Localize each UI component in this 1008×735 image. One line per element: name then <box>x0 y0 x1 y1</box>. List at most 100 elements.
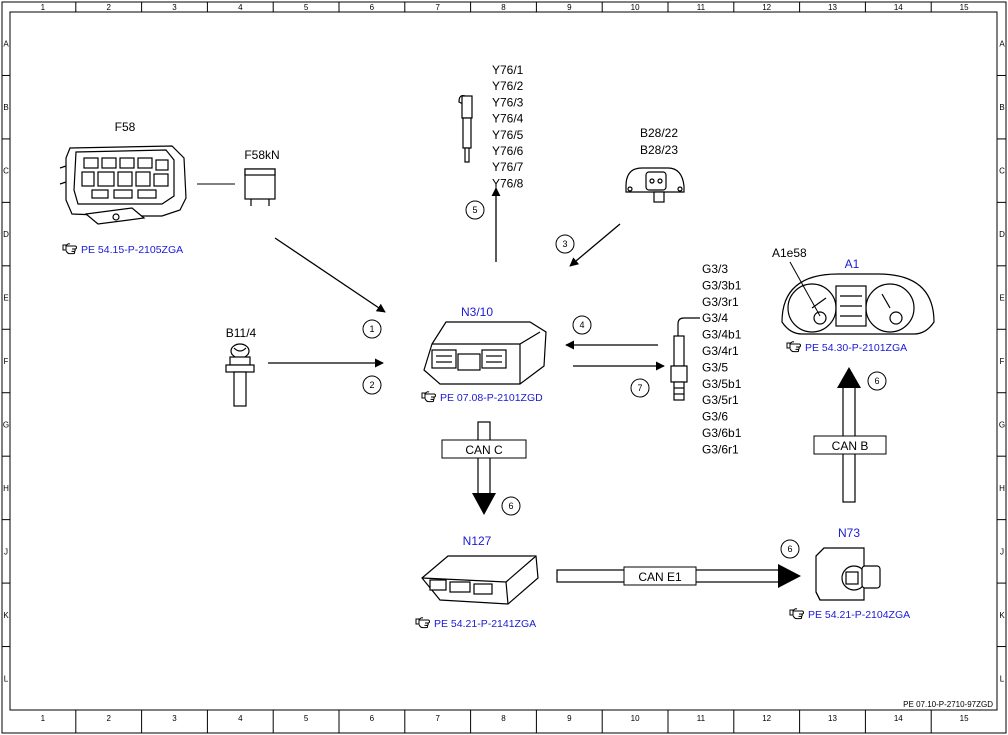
signal-number-6-can-b: 6 <box>867 371 887 391</box>
grid-row-label-right: E <box>999 294 1004 303</box>
n127-reference-link[interactable]: PE 54.21-P-2141ZGA <box>434 618 536 630</box>
y76-fuel-injector[interactable] <box>458 95 473 163</box>
n3-10-engine-control-unit[interactable] <box>423 321 547 385</box>
grid-column-label-bottom: 15 <box>960 714 969 723</box>
grid-column-label-top: 12 <box>762 3 771 12</box>
n3-10-label: N3/10 <box>461 305 493 319</box>
can-c-label: CAN C <box>465 443 503 457</box>
grid-row-label-left: K <box>3 611 9 620</box>
grid-row-label-right: D <box>999 230 1005 239</box>
b28-23-label: B28/23 <box>640 143 678 157</box>
grid-row-label-left: G <box>3 420 9 429</box>
grid-column-label-top: 2 <box>106 3 111 12</box>
f58-fuse-box[interactable] <box>59 145 187 225</box>
grid-row-label-left: E <box>3 294 8 303</box>
g3-label: G3/3b1 <box>702 278 742 292</box>
svg-text:2: 2 <box>369 380 374 390</box>
svg-text:7: 7 <box>637 383 642 393</box>
signal-number-1: 1 <box>362 319 382 339</box>
g3-oxygen-sensor[interactable] <box>670 317 700 401</box>
grid-column-label-top: 13 <box>828 3 837 12</box>
n73-ignition-switch[interactable] <box>815 547 881 601</box>
g3-label: G3/3 <box>702 262 728 276</box>
g3-label: G3/4r1 <box>702 344 739 358</box>
grid-column-label-bottom: 7 <box>435 714 440 723</box>
grid-column-label-bottom: 4 <box>238 714 243 723</box>
grid-row-label-right: A <box>999 40 1005 49</box>
grid-column-label-bottom: 1 <box>41 714 46 723</box>
f58-reference-link[interactable]: PE 54.15-P-2105ZGA <box>81 244 183 256</box>
grid-row-label-right: F <box>1000 357 1005 366</box>
f58kn-label: F58kN <box>244 148 279 162</box>
document-id: PE 07.10-P-2710-97ZGD <box>903 700 993 709</box>
signal-number-6-can-c: 6 <box>501 496 521 516</box>
n73-label: N73 <box>838 526 860 540</box>
grid-column-label-bottom: 10 <box>631 714 640 723</box>
a1e58-label: A1e58 <box>772 246 807 260</box>
can-b-label-box <box>813 435 887 455</box>
svg-text:3: 3 <box>562 239 567 249</box>
grid-column-label-top: 8 <box>501 3 506 12</box>
signal-number-5: 5 <box>465 200 485 220</box>
grid-column-label-top: 6 <box>370 3 375 12</box>
f58kn-relay[interactable] <box>244 168 276 206</box>
grid-row-label-left: D <box>3 230 9 239</box>
grid-column-label-bottom: 2 <box>106 714 111 723</box>
grid-column-label-bottom: 6 <box>370 714 375 723</box>
svg-text:4: 4 <box>579 320 584 330</box>
grid-column-label-top: 1 <box>41 3 46 12</box>
grid-column-label-bottom: 13 <box>828 714 837 723</box>
y76-label: Y76/6 <box>492 144 524 158</box>
n73-reference-link[interactable]: PE 54.21-P-2104ZGA <box>808 609 910 621</box>
grid-column-label-top: 11 <box>697 3 706 12</box>
b28-pressure-sensor[interactable] <box>625 167 685 203</box>
grid-row-label-left: L <box>4 674 9 683</box>
pointing-hand-icon <box>415 617 430 629</box>
grid-column-label-top: 5 <box>304 3 309 12</box>
b11-4-temperature-sensor[interactable] <box>225 343 255 407</box>
g3-label: G3/4b1 <box>702 328 742 342</box>
y76-label: Y76/5 <box>492 128 524 142</box>
g3-label: G3/3r1 <box>702 295 739 309</box>
svg-text:5: 5 <box>472 205 477 215</box>
grid-column-label-bottom: 5 <box>304 714 309 723</box>
n127-control-unit[interactable] <box>421 555 539 605</box>
grid-row-label-right: B <box>999 103 1004 112</box>
grid-column-label-top: 4 <box>238 3 243 12</box>
can-b-bus-arrow <box>837 367 861 503</box>
a1-label: A1 <box>845 257 860 271</box>
a1-instrument-cluster[interactable] <box>781 273 935 335</box>
grid-column-label-bottom: 3 <box>172 714 177 723</box>
a1e58-leader-line <box>789 261 821 317</box>
n3-10-reference-link[interactable]: PE 07.08-P-2101ZGD <box>440 392 543 404</box>
grid-column-label-top: 7 <box>435 3 440 12</box>
svg-text:6: 6 <box>874 376 879 386</box>
b28-22-label: B28/22 <box>640 126 678 140</box>
y76-label: Y76/2 <box>492 79 524 93</box>
g3-label-list: G3/3G3/3b1G3/3r1G3/4G3/4b1G3/4r1G3/5G3/5… <box>702 262 742 456</box>
grid-row-label-left: F <box>4 357 9 366</box>
y76-label: Y76/7 <box>492 160 524 174</box>
grid-column-label-bottom: 8 <box>501 714 506 723</box>
a1-reference-link[interactable]: PE 54.30-P-2101ZGA <box>805 342 907 354</box>
grid-row-label-left: H <box>3 484 9 493</box>
g3-label: G3/5b1 <box>702 377 742 391</box>
b11-4-label: B11/4 <box>226 326 257 340</box>
grid-row-label-left: A <box>3 40 9 49</box>
grid-column-label-bottom: 11 <box>697 714 706 723</box>
g3-label: G3/5r1 <box>702 393 739 407</box>
grid-column-label-bottom: 14 <box>894 714 903 723</box>
signal-number-3: 3 <box>555 234 575 254</box>
signal-number-2: 2 <box>362 375 382 395</box>
g3-label: G3/6b1 <box>702 426 742 440</box>
svg-text:1: 1 <box>369 324 374 334</box>
grid-row-label-right: H <box>999 484 1005 493</box>
y76-label: Y76/1 <box>492 63 524 77</box>
grid-column-label-top: 10 <box>631 3 640 12</box>
signal-number-4: 4 <box>572 315 592 335</box>
svg-text:6: 6 <box>787 544 792 554</box>
grid-row-label-left: J <box>4 547 8 556</box>
grid-row-label-right: G <box>999 420 1005 429</box>
